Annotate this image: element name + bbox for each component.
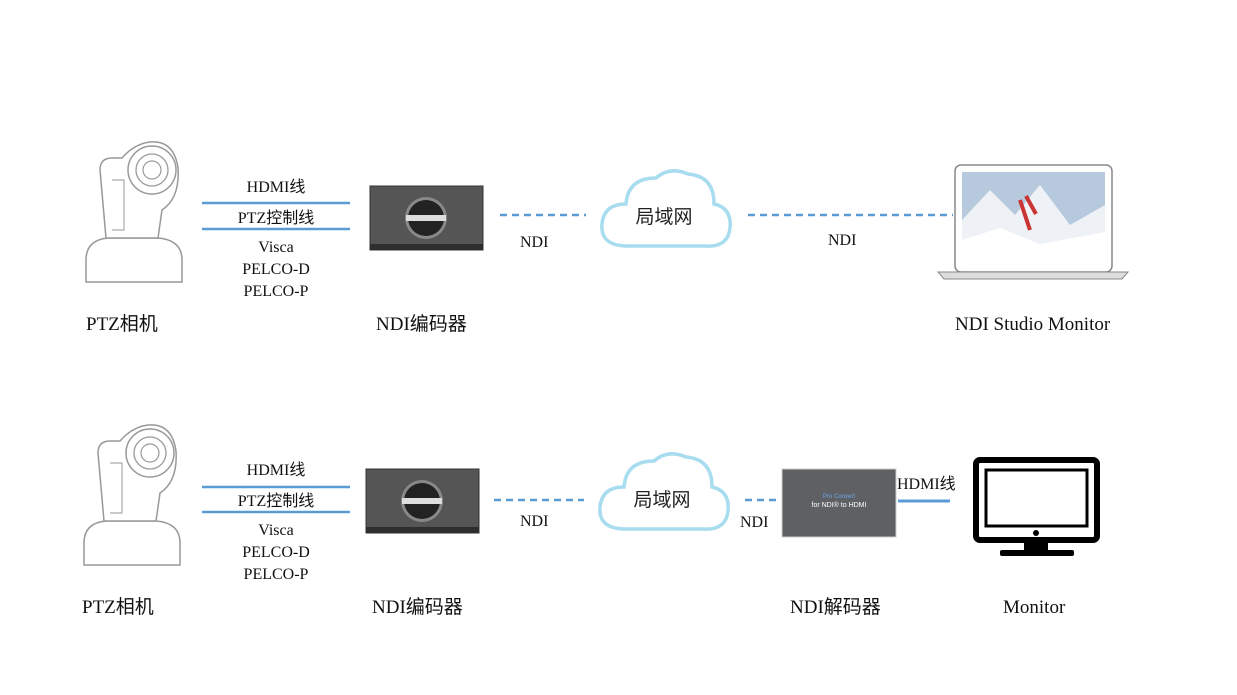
ptz-cable-label: PTZ控制线 (238, 492, 314, 510)
decoder-label: NDI解码器 (790, 596, 881, 618)
monitor-icon (973, 457, 1100, 556)
ndi-encoder-icon (369, 185, 484, 251)
ndi-label-right: NDI (740, 514, 768, 531)
ptz-cable-label: PTZ控制线 (238, 209, 314, 227)
ptz-camera-icon (85, 141, 183, 283)
protocol-pelco-d: PELCO-D (242, 261, 310, 278)
hdmi-out-label: HDMI线 (897, 475, 956, 493)
decoder-text-2: for NDI® to HDMI (812, 501, 867, 509)
row-1: PTZ相机 HDMI线 PTZ控制线 Visca PELCO-D PELCO-P… (85, 141, 1130, 335)
cloud-label: 局域网 (633, 489, 690, 511)
endpoint-label: NDI Studio Monitor (955, 314, 1111, 335)
protocol-pelco-p: PELCO-P (244, 283, 309, 300)
hdmi-cable-label: HDMI线 (247, 461, 306, 479)
protocol-visca: Visca (258, 522, 293, 539)
encoder-label: NDI编码器 (376, 313, 467, 335)
cloud-label: 局域网 (635, 206, 692, 228)
laptop-icon (936, 164, 1130, 280)
protocol-visca: Visca (258, 239, 293, 256)
endpoint-label: Monitor (1003, 597, 1066, 618)
hdmi-cable-label: HDMI线 (247, 178, 306, 196)
ndi-label-right: NDI (828, 232, 856, 249)
protocol-pelco-d: PELCO-D (242, 544, 310, 561)
ndi-label-left: NDI (520, 513, 548, 530)
ndi-encoder-icon (365, 468, 480, 534)
row-2: PTZ相机 HDMI线 PTZ控制线 Visca PELCO-D PELCO-P… (82, 424, 1100, 618)
camera-label: PTZ相机 (82, 596, 154, 618)
camera-label: PTZ相机 (86, 313, 158, 335)
protocol-pelco-p: PELCO-P (244, 566, 309, 583)
ndi-label-left: NDI (520, 234, 548, 251)
ptz-camera-icon (83, 424, 181, 566)
encoder-label: NDI编码器 (372, 596, 463, 618)
decoder-text-1: Pro Convert (823, 494, 855, 500)
ndi-decoder-icon: Pro Convert for NDI® to HDMI (781, 468, 897, 538)
